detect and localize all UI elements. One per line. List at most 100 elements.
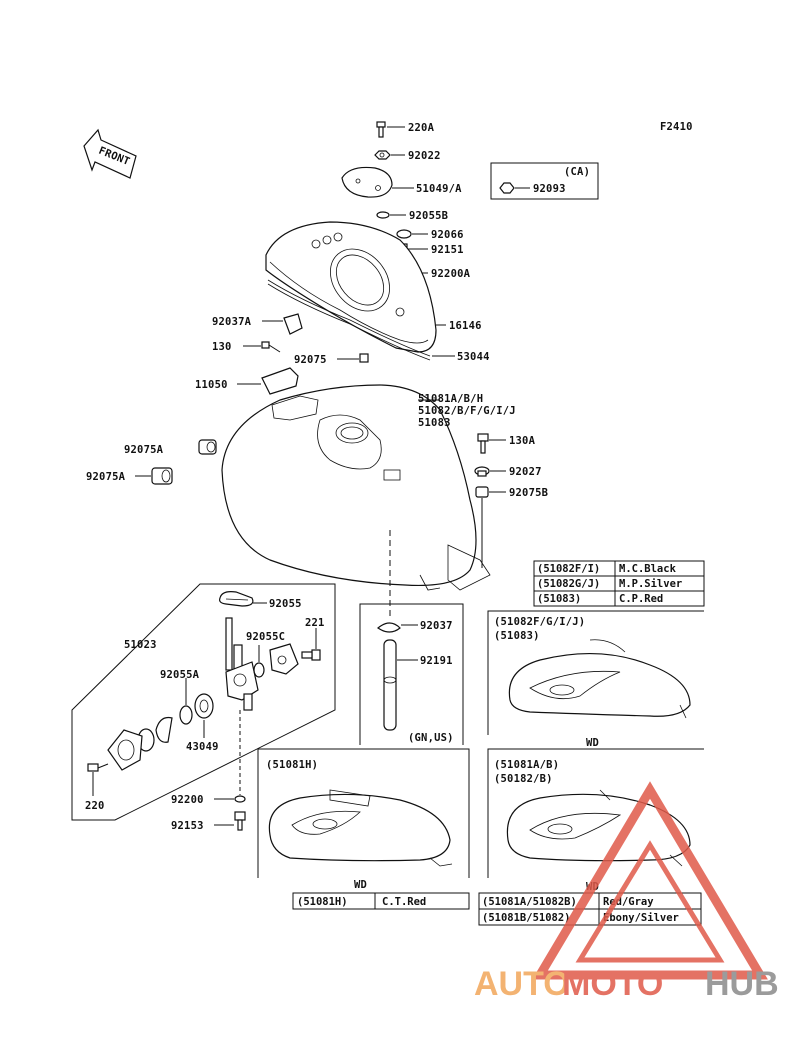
label-92055: 92055 [269,598,302,610]
front-arrow-icon: FRONT [83,128,137,179]
fuel-cock-box [71,583,336,821]
watermark-logo: AUTO MOTO HUB [474,781,779,1003]
damper-92075A-lower-icon [151,467,173,485]
fuel-tank [221,384,477,591]
label-92151: 92151 [431,244,464,256]
variant-mid-line1: (51081H) [266,759,318,771]
table-top-color-1: M.C.Black [619,563,677,575]
screw-220-icon [87,763,109,772]
bolt-130-icon [261,341,281,353]
label-130A: 130A [509,435,536,447]
label-92075: 92075 [294,354,327,366]
label-51081-line3: 51083 [418,417,451,429]
washer-92200-icon [234,795,246,803]
watermark-auto: AUTO [474,965,570,1003]
color-table-bottom: (51081A/51082B) Red/Gray (51081B/51082) … [478,892,702,926]
nut-92093-icon [499,182,515,194]
collar-92027-icon [474,466,490,477]
fuel-cock-body [225,617,259,711]
ca-title: (CA) [564,166,590,178]
table-bottom-code-1: (51081A/51082B) [482,896,577,908]
valve-43049-icon [194,693,214,719]
damper-92075B-icon [475,486,489,498]
clamp-92037-icon [376,622,401,633]
label-92027: 92027 [509,466,542,478]
gn-us-label: (GN,US) [408,732,454,744]
seal-icon [137,716,173,752]
washer-92055B-icon [376,211,390,219]
label-92075A-upper: 92075A [124,444,164,456]
label-92055A: 92055A [160,669,200,681]
hose-92191-icon [383,639,397,731]
watermark-moto: MOTO [562,965,663,1003]
table-top-color-2: M.P.Silver [619,578,682,590]
table-top-code-2: (51082G/J) [537,578,600,590]
color-table-mid: (51081H) C.T.Red [292,892,470,910]
figure-code: F2410 [660,121,693,133]
label-51049A: 51049/A [416,183,462,195]
cap-plate-51049-icon [341,166,393,198]
label-92022: 92022 [408,150,441,162]
nut-92022-icon [374,150,391,160]
damper-92075A-upper-icon [198,439,217,455]
variant-rt-wd: WD [586,737,599,749]
label-43049: 43049 [186,741,219,753]
label-92200A: 92200A [431,268,471,280]
filter-plate-icon [107,729,143,771]
o-ring-92055A-icon [179,705,193,725]
variant-box-right-bottom: (51081A/B) (50182/B) WD [487,748,704,893]
gasket-92055-icon [219,591,254,607]
label-220A: 220A [408,122,435,134]
table-top-color-3: C.P.Red [619,593,663,605]
label-11050: 11050 [195,379,228,391]
fuel-line-box: 92037 92191 (GN,US) [359,603,464,745]
variant-rb-line1: (51081A/B) [494,759,559,771]
color-table-top: (51082F/I) M.C.Black (51082G/J) M.P.Silv… [533,560,705,607]
bolt-220A-icon [376,121,386,138]
screw-221-icon [301,649,321,661]
watermark-triangle-icon [532,781,768,980]
table-top-code-3: (51083) [537,593,581,605]
label-221: 221 [305,617,325,629]
o-ring-92055C-icon [253,662,265,678]
bracket-11050 [261,367,299,395]
clip-92037A-icon [283,313,303,335]
label-92093: 92093 [533,183,566,195]
variant-rt-line1: (51082F/G/I/J) [494,616,585,628]
watermark-hub: HUB [705,965,779,1003]
label-53044: 53044 [457,351,490,363]
label-92075B: 92075B [509,487,548,499]
bolt-92153-icon [234,811,246,831]
gasket-53044 [267,279,431,357]
table-mid-code-1: (51081H) [297,896,348,908]
table-mid-color-1: C.T.Red [382,896,426,908]
label-16146: 16146 [449,320,482,332]
label-220: 220 [85,800,105,812]
label-130: 130 [212,341,232,353]
label-92037: 92037 [420,620,453,632]
label-92200: 92200 [171,794,204,806]
variant-box-mid: (51081H) WD [257,748,470,891]
table-top-code-1: (51082F/I) [537,563,600,575]
bolt-130A-icon [477,433,489,454]
label-92037A: 92037A [212,316,252,328]
label-92066: 92066 [431,229,464,241]
lever-cover-icon [269,643,299,675]
damper-92075-icon [359,353,369,363]
label-51023: 51023 [124,639,157,651]
label-92075A-lower: 92075A [86,471,126,483]
variant-box-right-top: (51082F/G/I/J) (51083) WD [487,610,704,749]
ca-box [490,162,599,200]
label-51081-line2: 51082/B/F/G/I/J [418,405,516,417]
variant-rb-line2: (50182/B) [494,773,553,785]
grommet-92066-icon [396,229,412,239]
label-92055C: 92055C [246,631,285,643]
variant-mid-wd: WD [354,879,367,891]
table-bottom-color-2: Ebony/Silver [603,912,679,924]
label-92191: 92191 [420,655,453,667]
label-51081-line1: 51081A/B/H [418,393,483,405]
label-92055B: 92055B [409,210,448,222]
variant-rt-line2: (51083) [494,630,540,642]
label-92153: 92153 [171,820,204,832]
